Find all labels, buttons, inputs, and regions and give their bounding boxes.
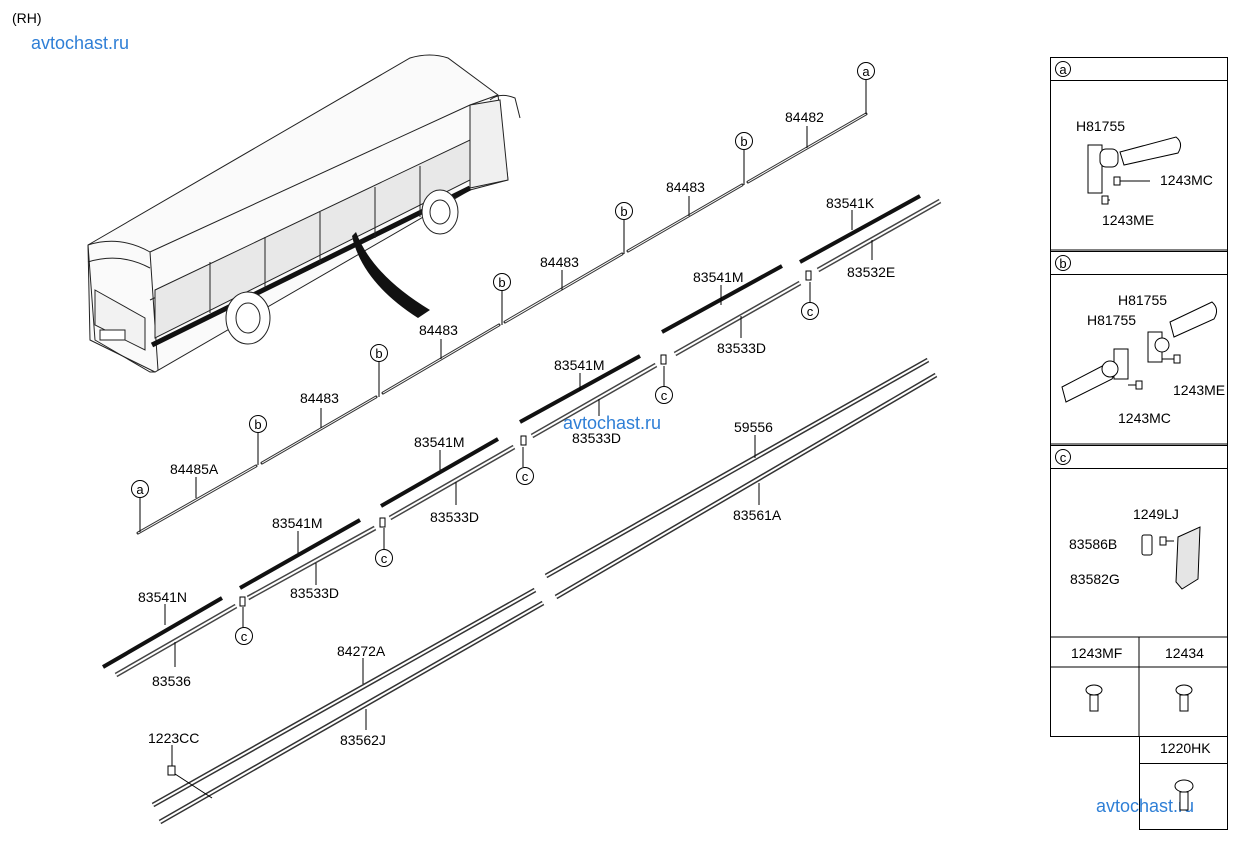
part-label: 83533D [572, 430, 622, 446]
callout-c: c [655, 386, 673, 404]
part-label: 84483 [666, 179, 705, 195]
bus-illustration [87, 54, 521, 373]
part-label: 1243ME [1102, 212, 1155, 228]
part-label: 83541M [414, 434, 465, 450]
part-label: 1249LJ [1133, 506, 1179, 522]
part-label: 83582G [1070, 571, 1120, 587]
screw-box-1220hk: 1220HK [1139, 736, 1228, 830]
watermark: avtochast.ru [1096, 796, 1195, 816]
bracket-c-drawing [1141, 526, 1201, 590]
part-label: H81755 [1087, 312, 1137, 328]
screw-icons [1085, 684, 1193, 712]
part-label: 83541N [138, 589, 188, 605]
part-label: 83562J [340, 732, 386, 748]
callout-c: c [516, 467, 534, 485]
part-label: 83541M [272, 515, 323, 531]
section-a-header: a [1050, 57, 1228, 81]
part-label: 12434 [1165, 645, 1204, 661]
bracket-a-drawing [1087, 136, 1182, 205]
part-label: 83541M [693, 269, 744, 285]
part-label: 83586B [1069, 536, 1118, 552]
part-label: 59556 [734, 419, 773, 435]
part-label: 83541K [826, 195, 875, 211]
part-label: 83533D [717, 340, 767, 356]
part-label: 1243MF [1071, 645, 1123, 661]
screw-icon [1174, 779, 1194, 811]
part-label: 83561A [733, 507, 782, 523]
bracket-b-drawing [1061, 301, 1218, 403]
garnish-strips [101, 194, 942, 678]
part-label: 1223CC [148, 730, 200, 746]
part-label: 83533D [430, 509, 480, 525]
section-b-header: b [1050, 251, 1228, 275]
part-label: H81755 [1118, 292, 1168, 308]
part-label: 83536 [152, 673, 191, 689]
callout-c: c [801, 302, 819, 320]
part-label: 84272A [337, 643, 386, 659]
detail-panel: a H81755 1243MC 1243ME b H81755 H81755 1… [1050, 57, 1228, 737]
section-a-letter: a [1055, 61, 1071, 77]
leader-lines [139, 80, 873, 766]
section-c-letter: c [1055, 449, 1071, 465]
callout-c: c [235, 627, 253, 645]
part-label: 84482 [785, 109, 824, 125]
part-label: 84483 [419, 322, 458, 338]
part-label: 1243MC [1160, 172, 1213, 188]
part-label: 83532E [847, 264, 896, 280]
section-c-header: c [1050, 445, 1228, 469]
watermark: avtochast.ru [31, 33, 130, 53]
part-label: 1243MC [1118, 410, 1171, 426]
callout-c: c [375, 549, 393, 567]
screw-box-header [1140, 736, 1228, 764]
part-label: 83533D [290, 585, 340, 601]
section-b-letter: b [1055, 255, 1071, 271]
callout-b: b [493, 273, 511, 291]
side-label: (RH) [12, 10, 42, 26]
part-label: H81755 [1076, 118, 1126, 134]
part-label: 1243ME [1173, 382, 1226, 398]
part-label: 84483 [540, 254, 579, 270]
callout-b: b [735, 132, 753, 150]
part-label: 1220HK [1160, 740, 1211, 756]
callout-b: b [615, 202, 633, 220]
callout-b: b [370, 344, 388, 362]
callout-a: a [857, 62, 875, 80]
callout-b: b [249, 415, 267, 433]
part-label: 83541M [554, 357, 605, 373]
watermark: avtochast.ru [563, 413, 662, 433]
part-label: 84483 [300, 390, 339, 406]
part-label: 84485A [170, 461, 219, 477]
callout-a: a [131, 480, 149, 498]
detail-panel-frame [1050, 57, 1228, 737]
